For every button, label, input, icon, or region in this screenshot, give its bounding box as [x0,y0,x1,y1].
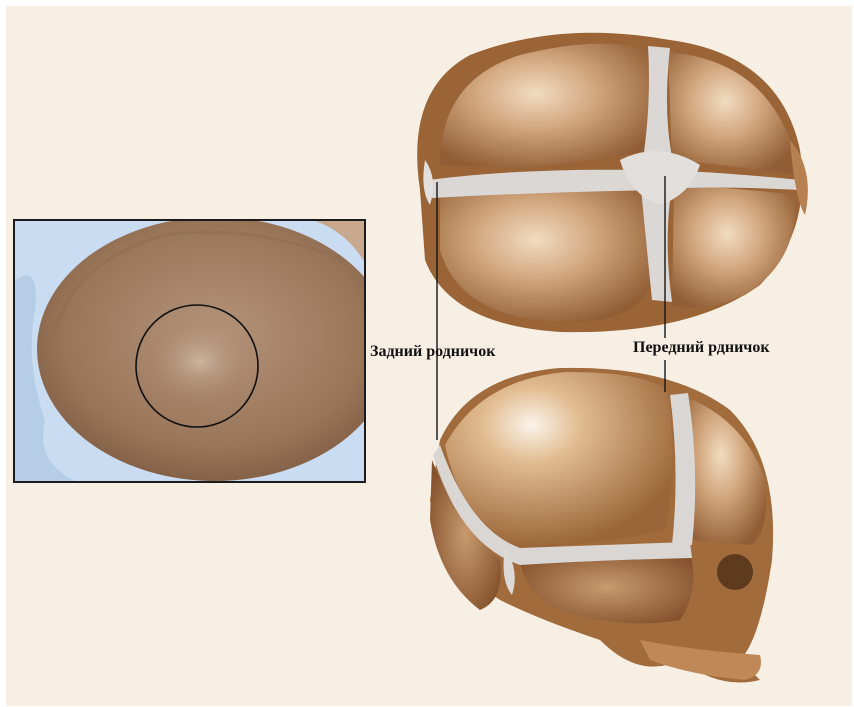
parietal-bone-lower [672,185,795,308]
anterior-fontanelle-label: Передний рдничок [633,338,770,358]
skull-side-view [430,368,773,683]
orbit [717,554,753,590]
skull-top-view [417,33,808,332]
posterior-fontanelle-label: Задний родничок [370,342,495,362]
parietal-bone-upper [668,52,795,175]
